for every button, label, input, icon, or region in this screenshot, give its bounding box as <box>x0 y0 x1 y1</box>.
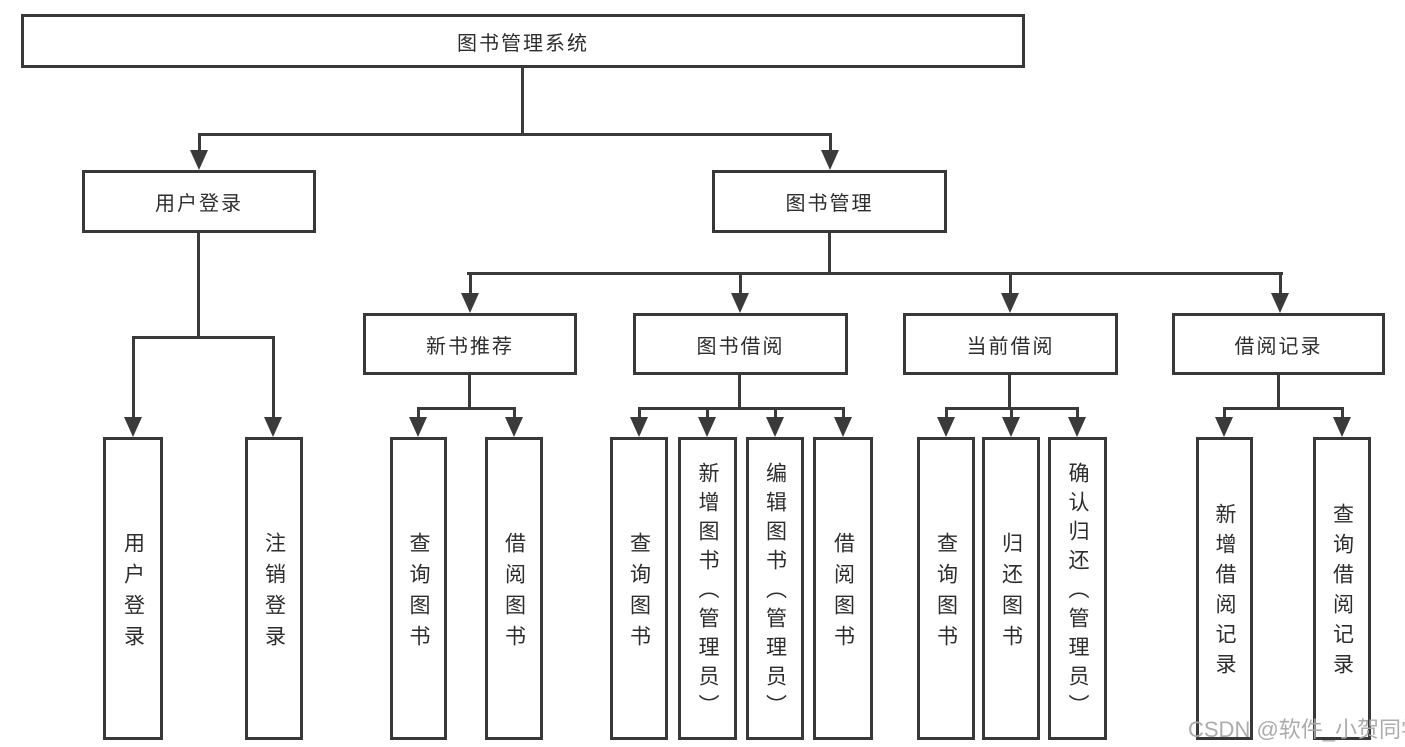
node-label: 借阅记录 <box>1234 335 1323 358</box>
connector-user-login-split <box>132 336 275 339</box>
leaf-label: 确认归还（管理员） <box>1066 462 1089 723</box>
arrow-to-book-management <box>820 133 840 170</box>
leaf-label: 用户登录 <box>121 531 145 656</box>
arrow-to-new-book-recommend <box>460 272 480 313</box>
arrow-to-leaf <box>629 407 649 437</box>
arrow-to-leaf <box>1067 407 1087 437</box>
leaf-label: 新增借阅记录 <box>1213 503 1236 683</box>
arrow-to-leaf <box>1001 407 1021 437</box>
node-label: 图书管理 <box>785 193 874 215</box>
leaf-label: 新增图书（管理员） <box>696 462 719 723</box>
node-borrow-records: 借阅记录 <box>1172 313 1385 375</box>
leaf-query-books-current: 查询图书 <box>917 437 975 740</box>
node-user-login: 用户登录 <box>82 170 316 233</box>
connector-borrow-records-trunk <box>1277 375 1280 407</box>
connector-new-book-trunk <box>468 375 471 407</box>
leaf-edit-books-admin: 编辑图书（管理员） <box>746 437 804 740</box>
arrow-to-leaf <box>408 407 428 437</box>
arrow-to-leaf-user-login <box>123 336 143 437</box>
leaf-label: 查询图书 <box>407 531 430 656</box>
connector-new-book-split <box>417 407 516 410</box>
connector-root-split <box>198 133 832 136</box>
node-book-management: 图书管理 <box>712 170 947 233</box>
connector-book-mgmt-split <box>467 272 1283 275</box>
node-label: 新书推荐 <box>426 335 514 358</box>
leaf-label: 借阅图书 <box>502 531 526 656</box>
leaf-logout: 注销登录 <box>245 437 303 740</box>
connector-borrow-records-split <box>1223 407 1344 410</box>
leaf-label: 注销登录 <box>262 531 286 656</box>
leaf-query-borrow-record: 查询借阅记录 <box>1313 437 1371 740</box>
leaf-borrow-books: 借阅图书 <box>813 437 873 740</box>
leaf-query-books-borrowing: 查询图书 <box>610 437 668 740</box>
node-book-borrowing: 图书借阅 <box>633 313 848 375</box>
leaf-confirm-return-admin: 确认归还（管理员） <box>1048 437 1107 740</box>
leaf-label: 查询借阅记录 <box>1330 503 1354 683</box>
arrow-to-current-borrowing <box>1000 272 1020 313</box>
arrow-to-leaf <box>1332 407 1352 437</box>
arrow-to-book-borrowing <box>730 272 750 313</box>
leaf-return-books: 归还图书 <box>982 437 1040 740</box>
leaf-query-books-recommend: 查询图书 <box>390 437 447 740</box>
arrow-to-leaf <box>697 407 717 437</box>
arrow-to-leaf <box>504 407 524 437</box>
node-current-borrowing: 当前借阅 <box>903 313 1118 375</box>
node-new-book-recommend: 新书推荐 <box>363 313 577 375</box>
connector-book-mgmt-trunk <box>828 233 831 272</box>
connector-book-borrow-trunk <box>738 375 741 407</box>
arrow-to-leaf <box>1214 407 1234 437</box>
connector-current-borrow-trunk <box>1008 375 1011 407</box>
watermark: CSDN @软件_小贺同学 <box>1188 717 1405 742</box>
node-label: 用户登录 <box>155 193 243 215</box>
leaf-user-login: 用户登录 <box>103 437 163 740</box>
arrow-to-leaf <box>833 407 853 437</box>
leaf-label: 归还图书 <box>999 531 1023 656</box>
node-library-management-system: 图书管理系统 <box>21 14 1025 68</box>
arrow-to-leaf-logout <box>263 336 283 437</box>
leaf-label: 查询图书 <box>627 531 651 656</box>
arrow-to-leaf <box>936 407 956 437</box>
node-label: 当前借阅 <box>966 335 1055 358</box>
leaf-borrow-books-recommend: 借阅图书 <box>485 437 543 740</box>
arrow-to-user-login <box>189 133 209 170</box>
leaf-add-books-admin: 新增图书（管理员） <box>678 437 737 740</box>
arrow-to-leaf <box>765 407 785 437</box>
node-label: 图书管理系统 <box>457 32 589 55</box>
leaf-label: 查询图书 <box>934 531 958 656</box>
leaf-label: 编辑图书（管理员） <box>763 462 787 723</box>
arrow-to-borrow-records <box>1270 272 1290 313</box>
connector-root-trunk <box>521 68 524 133</box>
leaf-add-borrow-record: 新增借阅记录 <box>1196 437 1253 740</box>
leaf-label: 借阅图书 <box>831 531 855 656</box>
connector-book-borrow-split <box>638 407 845 410</box>
connector-user-login-trunk <box>197 233 200 336</box>
node-label: 图书借阅 <box>696 335 785 358</box>
